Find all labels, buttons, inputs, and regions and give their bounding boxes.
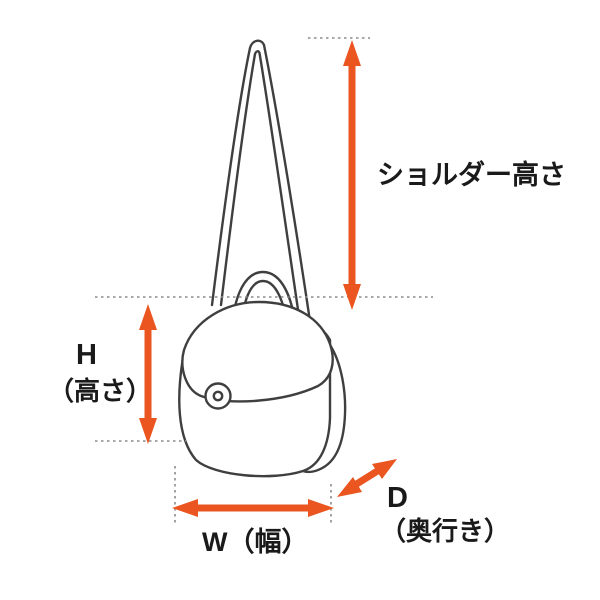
depth-arrow-icon [337,459,397,497]
shoulder-height-arrow-icon [343,40,361,310]
label-height-full: （高さ） [48,376,152,406]
label-shoulder-height: ショルダー高さ [377,159,566,190]
label-depth-abbr: D [387,482,408,514]
bag-flap-icon [181,300,334,403]
bag-strap-icon [210,39,313,332]
bag-clasp-icon [204,382,232,410]
height-arrow-icon [139,304,157,444]
measurement-guides [95,37,433,524]
labels: ショルダー高さ H （高さ） W（幅） D （奥行き） [48,159,566,557]
bag-illustration-icon [178,39,347,478]
label-depth-full: （奥行き） [380,516,510,546]
label-height-abbr: H [76,339,97,371]
width-arrow-icon [172,499,334,517]
measurement-arrows [139,40,397,517]
label-width: W（幅） [202,527,308,557]
